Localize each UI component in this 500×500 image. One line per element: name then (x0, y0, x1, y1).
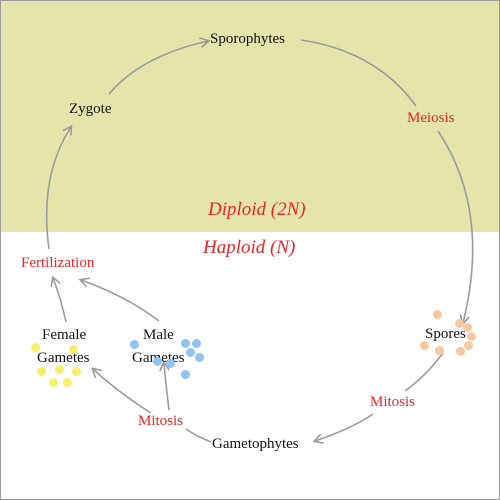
female-gamete-dot (72, 367, 81, 376)
arrow-mitosis-to-female-gametes (93, 369, 152, 414)
male-gamete-dot (186, 348, 195, 357)
zygote-label: Zygote (69, 101, 112, 117)
arrow-fertilization-to-zygote (45, 127, 71, 250)
male-gamete-dot (153, 357, 162, 366)
male-gametes-label-line1: Male (143, 327, 174, 343)
spores-label: Spores (425, 326, 466, 342)
fertilization-label: Fertilization (21, 255, 95, 271)
arrow-meiosis-to-spores (437, 130, 474, 323)
spore-dot (435, 346, 444, 355)
spore-dot (433, 310, 442, 319)
female-gametes-label-line1: Female (42, 327, 87, 343)
spore-dot (464, 341, 473, 350)
arrow-spores-to-mitosis (404, 352, 444, 392)
diploid-region-band (1, 1, 499, 232)
female-gamete-dot (55, 365, 64, 374)
spore-dot (467, 332, 476, 341)
arrow-mitosis-to-male-gametes (164, 363, 170, 411)
male-gamete-dot (195, 353, 204, 362)
female-gamete-dot (37, 367, 46, 376)
spore-dot (463, 323, 472, 332)
arrow-mitosis-to-gametophytes (315, 413, 374, 441)
female-gamete-dot (31, 343, 40, 352)
male-gamete-dot (181, 370, 190, 379)
diploid-label: Diploid (2N) (208, 199, 306, 220)
arrow-sporophytes-to-meiosis (300, 39, 417, 107)
meiosis-label: Meiosis (407, 110, 455, 126)
haploid-label: Haploid (N) (203, 237, 296, 258)
arrow-zygote-to-sporophytes (108, 41, 208, 95)
sporophytes-label: Sporophytes (210, 31, 285, 47)
spore-dot (420, 341, 429, 350)
male-gamete-dot (192, 339, 201, 348)
spore-dot (455, 319, 464, 328)
female-gamete-dot (49, 378, 58, 387)
male-gamete-dot (166, 359, 175, 368)
mitosis-right-label: Mitosis (370, 394, 416, 410)
male-gamete-dot (130, 340, 139, 349)
female-gamete-dot (63, 378, 72, 387)
spore-dot (456, 347, 465, 356)
arrow-gametophytes-to-mitosis (185, 428, 212, 443)
male-gamete-dot (181, 339, 190, 348)
female-gamete-dot (69, 345, 78, 354)
arrow-male-gametes-to-fertilization (81, 280, 160, 322)
mitosis-left-label: Mitosis (138, 413, 184, 429)
gametophytes-label: Gametophytes (212, 436, 299, 452)
female-gametes-label-line2: Gametes (37, 350, 90, 366)
arrow-female-gametes-to-fertilization (53, 278, 67, 323)
